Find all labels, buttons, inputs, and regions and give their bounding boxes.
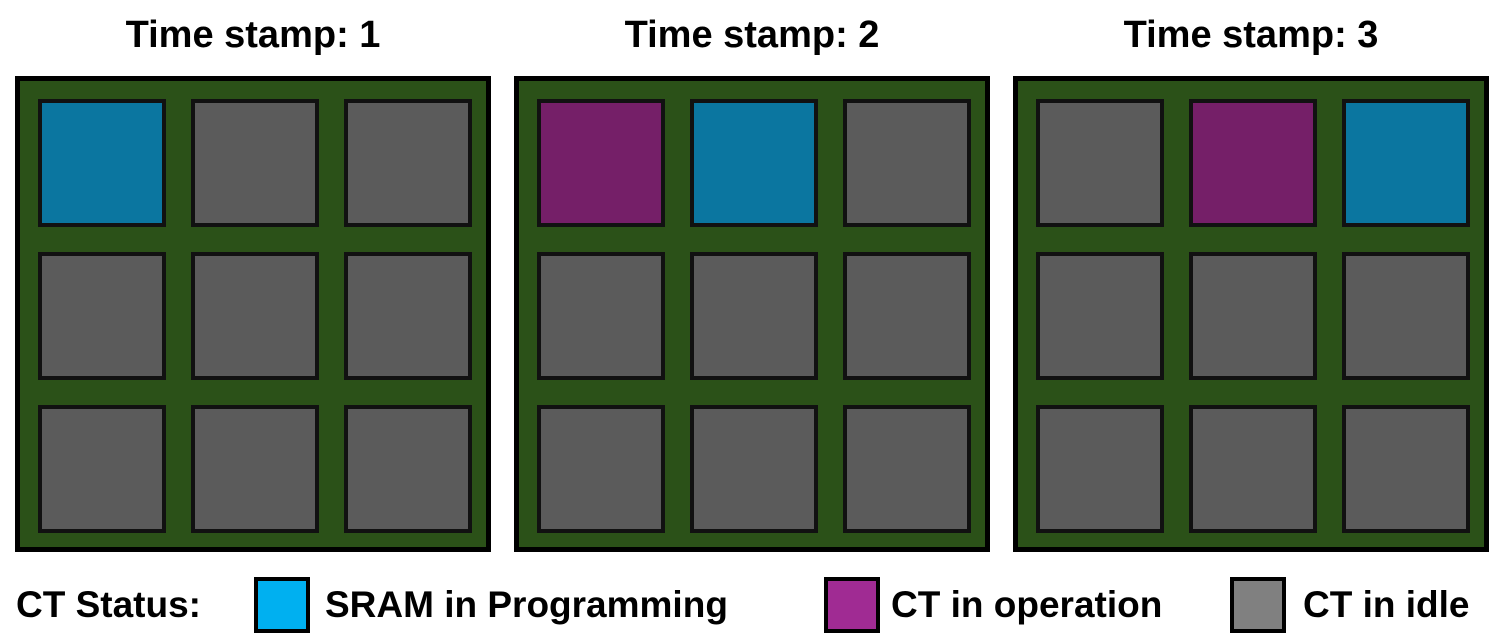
- ct-grid-board-1: [15, 76, 491, 552]
- ct-tile-programming: [1342, 99, 1470, 227]
- ct-tile-idle: [1342, 252, 1470, 380]
- ct-tile-idle: [843, 252, 971, 380]
- legend-swatch-programming: [254, 577, 310, 633]
- panel-title-3: Time stamp: 3: [1123, 14, 1379, 56]
- ct-tile-idle: [537, 252, 665, 380]
- ct-tile-idle: [843, 405, 971, 533]
- ct-tile-idle: [38, 252, 166, 380]
- ct-tile-idle: [191, 99, 319, 227]
- ct-tile-idle: [191, 405, 319, 533]
- legend-label-idle: CT in idle: [1303, 584, 1470, 625]
- ct-tile-idle: [690, 405, 818, 533]
- panel-title-1: Time stamp: 1: [125, 14, 381, 56]
- ct-tile-idle: [344, 99, 472, 227]
- legend-swatch-operation: [824, 577, 880, 633]
- legend-label-programming: SRAM in Programming: [325, 584, 728, 625]
- ct-tile-programming: [690, 99, 818, 227]
- ct-tile-operation: [1189, 99, 1317, 227]
- ct-tile-idle: [344, 405, 472, 533]
- ct-grid-board-2: [514, 76, 990, 552]
- ct-tile-programming: [38, 99, 166, 227]
- legend-title: CT Status:: [16, 584, 201, 625]
- ct-tile-idle: [1189, 252, 1317, 380]
- ct-tile-idle: [191, 252, 319, 380]
- panel-title-2: Time stamp: 2: [624, 14, 880, 56]
- ct-tile-operation: [537, 99, 665, 227]
- ct-tile-idle: [1189, 405, 1317, 533]
- ct-tile-idle: [344, 252, 472, 380]
- ct-tile-idle: [1036, 252, 1164, 380]
- ct-tile-idle: [1342, 405, 1470, 533]
- ct-tile-idle: [38, 405, 166, 533]
- ct-tile-idle: [537, 405, 665, 533]
- ct-tile-idle: [843, 99, 971, 227]
- legend-swatch-idle: [1230, 577, 1286, 633]
- legend-label-operation: CT in operation: [891, 584, 1163, 625]
- ct-tile-idle: [1036, 99, 1164, 227]
- ct-tile-idle: [690, 252, 818, 380]
- ct-tile-idle: [1036, 405, 1164, 533]
- ct-grid-board-3: [1013, 76, 1489, 552]
